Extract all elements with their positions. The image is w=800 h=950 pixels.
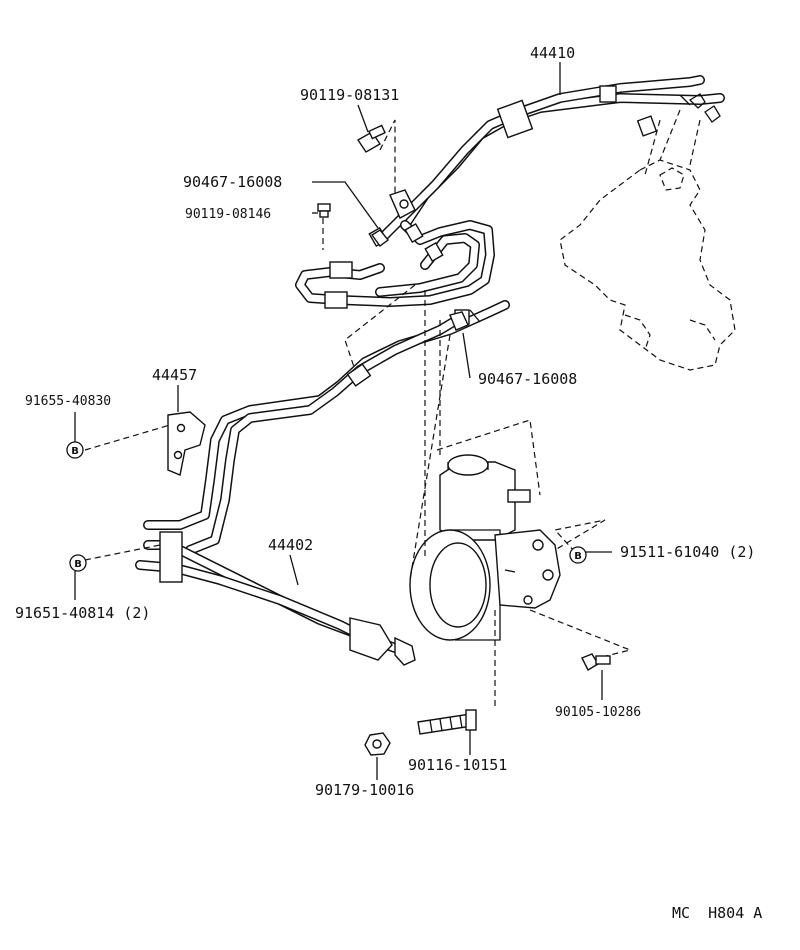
hose-44410: [375, 75, 725, 245]
label-90467-16008-top: 90467-16008: [183, 173, 282, 191]
bolt-90119-08131: [357, 124, 386, 153]
bolt-symbol-1: B: [66, 441, 84, 459]
nut-90179-10016: [364, 732, 391, 756]
label-90119-08131: 90119-08131: [300, 86, 399, 104]
label-44410: 44410: [530, 44, 575, 62]
clamp-90467-16008-top: [370, 229, 389, 247]
label-91655-40830: 91655-40830: [25, 394, 111, 409]
label-90119-08146: 90119-08146: [185, 207, 271, 222]
svg-text:B: B: [574, 551, 582, 562]
clamp-90467-16008-mid: [449, 311, 469, 331]
label-91651-40814: 91651-40814 (2): [15, 604, 150, 622]
bracket-44457: [167, 411, 206, 476]
bolt-symbol-3: B: [569, 546, 587, 564]
label-90179-10016: 90179-10016: [315, 781, 414, 799]
dashed-leaders: [84, 109, 701, 710]
label-leaders: [74, 62, 612, 780]
label-90105-10286: 90105-10286: [555, 705, 641, 720]
svg-text:B: B: [71, 446, 79, 457]
svg-text:B: B: [74, 559, 82, 570]
bolt-symbol-2: B: [69, 554, 87, 572]
label-44457: 44457: [152, 366, 197, 384]
label-44402: 44402: [268, 536, 313, 554]
engine-block-outline: [559, 159, 736, 371]
label-91511-61040: 91511-61040 (2): [620, 543, 755, 561]
stud-90116-10151: [417, 709, 477, 735]
bolt-90105-10286: [581, 653, 611, 671]
label-90467-16008-mid: 90467-16008: [478, 370, 577, 388]
upper-bracket: [389, 189, 416, 219]
label-90116-10151: 90116-10151: [408, 756, 507, 774]
power-steering-pump: [409, 454, 561, 641]
diagram-code: MC H804 A: [672, 904, 762, 922]
return-pipe-loop: [295, 220, 495, 309]
pipe-44402: [135, 531, 416, 666]
bolt-90119-08146: [317, 203, 331, 218]
